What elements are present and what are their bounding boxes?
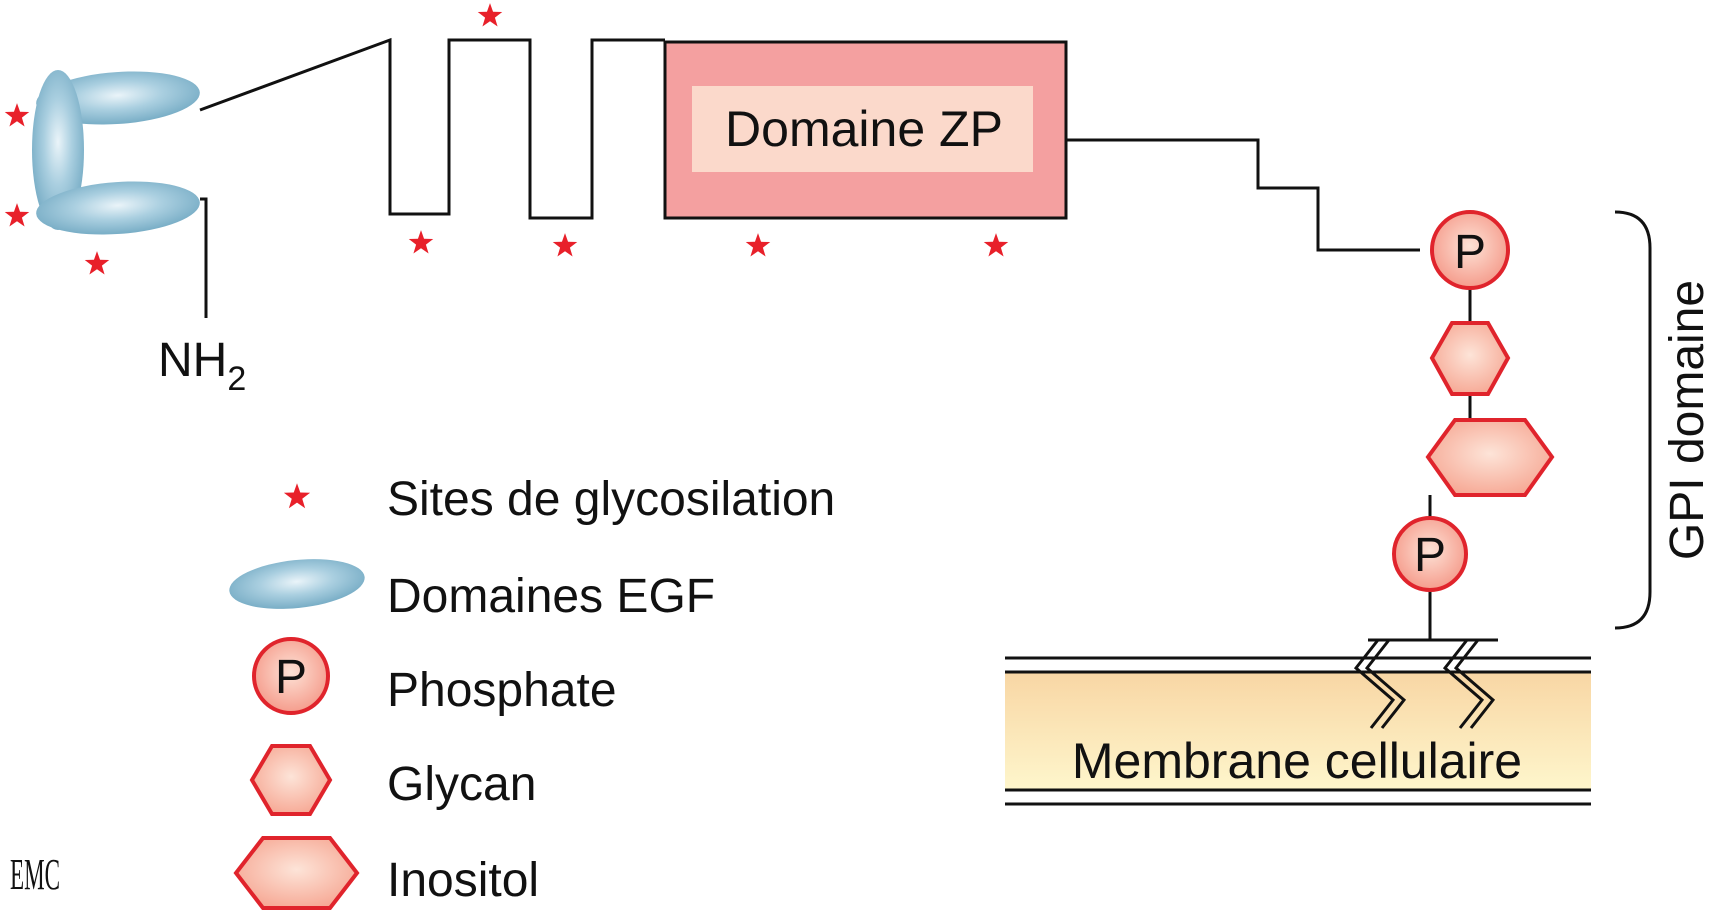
backbone-loops-line [199, 37, 665, 220]
zp-domain-inner [692, 86, 1033, 172]
membrane-body [1005, 672, 1591, 790]
glycan-hexagon [1429, 321, 1511, 396]
membrane-label: Membrane cellulaire [1072, 733, 1522, 789]
gpi-domain-label: GPI domaine [1661, 280, 1714, 560]
zp-to-gpi-line [1066, 138, 1420, 252]
gpi-anchor: P P GPI domaine [1392, 210, 1714, 592]
zp-domain: Domaine ZP [663, 40, 1068, 220]
phosphate-top-circle [1430, 210, 1510, 290]
legend-phosphate-symbol: P [275, 651, 307, 704]
star-icon [552, 233, 578, 257]
legend-egf-label: Domaines EGF [387, 570, 715, 623]
membrane-lines [1005, 656, 1591, 806]
nh2-label: NH2 [158, 334, 246, 398]
gpi-bracket [1614, 210, 1652, 630]
lipid-anchor [1353, 638, 1498, 729]
legend-glycan-label: Glycan [387, 758, 536, 811]
protein-backbone [199, 37, 1652, 640]
phosphate-bottom-label: P [1414, 529, 1446, 582]
star-icon [4, 103, 30, 127]
hexagon-icon [249, 744, 333, 816]
egf-domains [32, 70, 200, 235]
ellipse-icon [229, 559, 365, 609]
nh2-label-subscript: 2 [227, 360, 246, 398]
circle-p-icon [252, 637, 330, 715]
phosphate-top-label: P [1454, 226, 1486, 279]
star-icon [477, 3, 503, 27]
star-icon [408, 230, 434, 254]
inositol-hexagon [1425, 418, 1555, 497]
star-icon [983, 233, 1009, 257]
star-icon [4, 203, 30, 227]
wide-hexagon-icon [233, 836, 360, 910]
legend-glycosylation-label: Sites de glycosilation [387, 473, 835, 526]
nh2-terminus-line [200, 197, 208, 318]
star-icon [84, 251, 110, 275]
nh2-label-main: NH [158, 334, 227, 387]
egf-domain-bottom [36, 181, 200, 235]
legend-phosphate-label: Phosphate [387, 664, 617, 717]
emc-logo: EMC [10, 850, 60, 899]
cell-membrane: Membrane cellulaire [1005, 638, 1591, 806]
star-icon [745, 233, 771, 257]
legend: Sites de glycosilation Domaines EGF P Ph… [229, 473, 835, 910]
phosphate-bottom-circle [1392, 516, 1468, 592]
star-icon [283, 483, 311, 509]
legend-inositol-label: Inositol [387, 854, 539, 907]
gpi-chain-line [1428, 283, 1472, 640]
zp-domain-label: Domaine ZP [725, 101, 1003, 157]
